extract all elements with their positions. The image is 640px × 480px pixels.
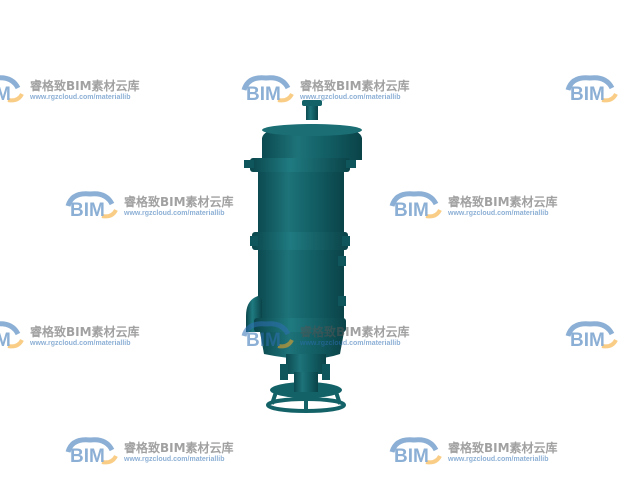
top-cap <box>302 100 322 106</box>
top-stem <box>306 104 318 120</box>
middle-flange <box>252 232 348 250</box>
pump-neck <box>286 354 326 374</box>
pump-housing <box>260 332 344 359</box>
lower-flange <box>254 318 346 332</box>
upper-body <box>258 172 344 234</box>
motor-body <box>258 250 344 322</box>
upper-flange <box>250 158 350 172</box>
